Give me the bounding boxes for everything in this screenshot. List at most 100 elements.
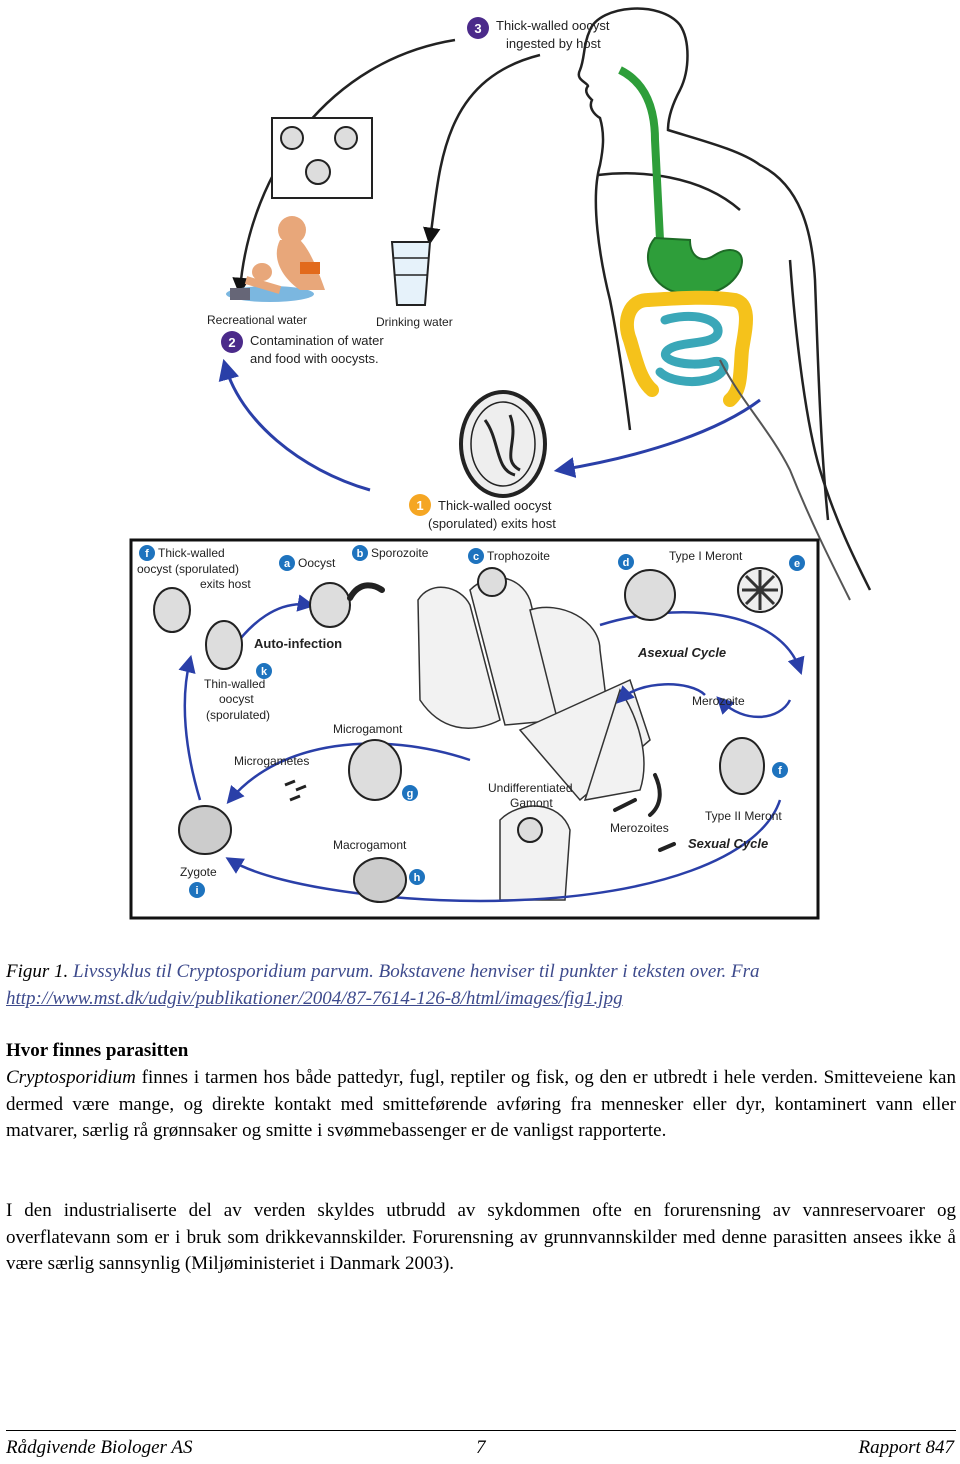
thin-walled-label-1: Thin-walled — [204, 677, 265, 691]
trophozoite-icon — [477, 567, 507, 597]
step-2-line2: and food with oocysts. — [250, 351, 379, 366]
asexual-return-arrow — [616, 683, 706, 704]
zygote-label: Zygote — [180, 865, 217, 879]
footer-rule — [6, 1430, 956, 1431]
badge-g — [402, 785, 418, 801]
asexual-cycle-arrow — [599, 611, 805, 675]
merozoites-label: Merozoites — [610, 821, 669, 835]
step-1-line1: Thick-walled oocyst — [438, 498, 552, 513]
type-2-meront-icon — [719, 737, 765, 795]
badge-f-top-text: f — [145, 548, 149, 560]
caption-text: Livssyklus til Cryptosporidium parvum. B… — [68, 961, 760, 982]
badge-e-text: e — [794, 558, 800, 570]
thick-walled-label-3: exits host — [200, 577, 251, 591]
sporozoite-label: Sporozoite — [371, 546, 429, 560]
thick-walled-label-2: oocyst (sporulated) — [137, 562, 239, 576]
merozoite-arrow — [716, 696, 792, 719]
badge-d — [618, 554, 634, 570]
badge-f-top — [139, 545, 155, 561]
step-3-line2: ingested by host — [506, 36, 601, 51]
type-2-meront-label: Type II Meront — [705, 809, 782, 823]
human-silhouette — [577, 7, 872, 591]
central-oocyst-icon — [459, 390, 547, 498]
recreational-water-label: Recreational water — [207, 313, 307, 327]
paragraph-2: I den industrialiserte del av verden sky… — [6, 1200, 956, 1274]
paragraph-1-text: finnes i tarmen hos både pattedyr, fugl,… — [6, 1067, 956, 1141]
badge-g-text: g — [407, 788, 414, 800]
step-2-line1: Contamination of water — [250, 333, 384, 348]
badge-a-text: a — [284, 558, 291, 570]
cryptosporidium-lifecycle-figure: 3 Thick-walled oocyst ingested by host R… — [129, 7, 872, 920]
undiff-gamont-icon — [517, 817, 543, 843]
badge-b — [352, 545, 368, 561]
step-3-line1: Thick-walled oocyst — [496, 18, 610, 33]
esophagus-icon — [618, 66, 664, 241]
badge-i-text: i — [195, 885, 198, 897]
badge-i — [189, 882, 205, 898]
sporozoite-icon — [347, 582, 385, 601]
step-1-badge — [409, 494, 431, 516]
inset-oocyst-a-icon — [309, 582, 351, 628]
badge-k — [256, 663, 272, 679]
step-3-badge — [467, 17, 489, 39]
sexual-cycle-label: Sexual Cycle — [688, 836, 768, 851]
macrogamont-icon — [353, 857, 407, 903]
microgametes-label: Microgametes — [234, 754, 309, 768]
type-1-meront-icon — [624, 569, 676, 621]
thin-walled-label-2: oocyst — [219, 692, 254, 706]
gamont-label: Gamont — [510, 796, 553, 810]
cycle-arrow-left — [218, 358, 371, 492]
step-1-number: 1 — [416, 498, 423, 513]
section-heading: Hvor finnes parasitten — [6, 1040, 189, 1061]
auto-infection-label: Auto-infection — [254, 636, 342, 651]
recreational-water-illustration — [226, 216, 325, 302]
step-2-number: 2 — [228, 335, 235, 350]
footer-page-number: 7 — [476, 1437, 486, 1458]
badge-c — [468, 548, 484, 564]
cycle-arrow-top-right — [423, 53, 541, 246]
badge-e — [789, 555, 805, 571]
caption-source-link[interactable]: http://www.mst.dk/udgiv/publikationer/20… — [6, 988, 623, 1009]
entry-arrow — [178, 654, 202, 801]
step-3-number: 3 — [474, 21, 481, 36]
oocysts-box — [271, 117, 373, 199]
thin-walled-label-3: (sporulated) — [206, 708, 270, 722]
merozoites-icon — [613, 773, 676, 852]
drinking-water-label: Drinking water — [376, 315, 453, 329]
species-term: Cryptosporidium — [6, 1067, 136, 1088]
caption-label: Figur 1. — [6, 961, 69, 982]
asexual-cycle-label: Asexual Cycle — [637, 645, 726, 660]
small-intestine-icon — [655, 311, 729, 387]
figure-caption: Figur 1. Livssyklus til Cryptosporidium … — [6, 958, 956, 1012]
exit-path-line — [719, 359, 851, 601]
cycle-arrow-bottom — [553, 398, 761, 478]
badge-f-right-text: f — [778, 765, 782, 777]
large-intestine-icon — [619, 290, 753, 407]
zygote-icon — [178, 805, 232, 855]
type-1-meront-label: Type I Meront — [669, 549, 743, 563]
badge-k-text: k — [261, 666, 268, 678]
badge-b-text: b — [357, 548, 364, 560]
merozoite-label: Merozoite — [692, 694, 745, 708]
gamont-arrow — [226, 742, 471, 805]
thin-walled-oocyst-icon — [205, 620, 243, 670]
footer-report-number: Rapport 847 — [858, 1437, 954, 1458]
microgamont-label: Microgamont — [333, 722, 403, 736]
badge-h — [409, 869, 425, 885]
badge-c-text: c — [473, 551, 479, 563]
step-1-line2: (sporulated) exits host — [428, 516, 556, 531]
badge-a — [279, 555, 295, 571]
footer-publisher: Rådgivende Biologer AS — [6, 1437, 193, 1458]
meront-e-icon — [737, 567, 783, 613]
thick-walled-label-1: Thick-walled — [158, 546, 225, 560]
badge-h-text: h — [414, 872, 421, 884]
macrogamont-label: Macrogamont — [333, 838, 407, 852]
trophozoite-label: Trophozoite — [487, 549, 550, 563]
drinking-water-glass-icon — [390, 241, 432, 306]
oocyst-label: Oocyst — [298, 556, 336, 570]
stomach-icon — [646, 236, 743, 296]
badge-d-text: d — [623, 557, 630, 569]
badge-f-right — [772, 762, 788, 778]
microgamont-icon — [348, 739, 402, 801]
microgametes-icon — [284, 779, 307, 802]
